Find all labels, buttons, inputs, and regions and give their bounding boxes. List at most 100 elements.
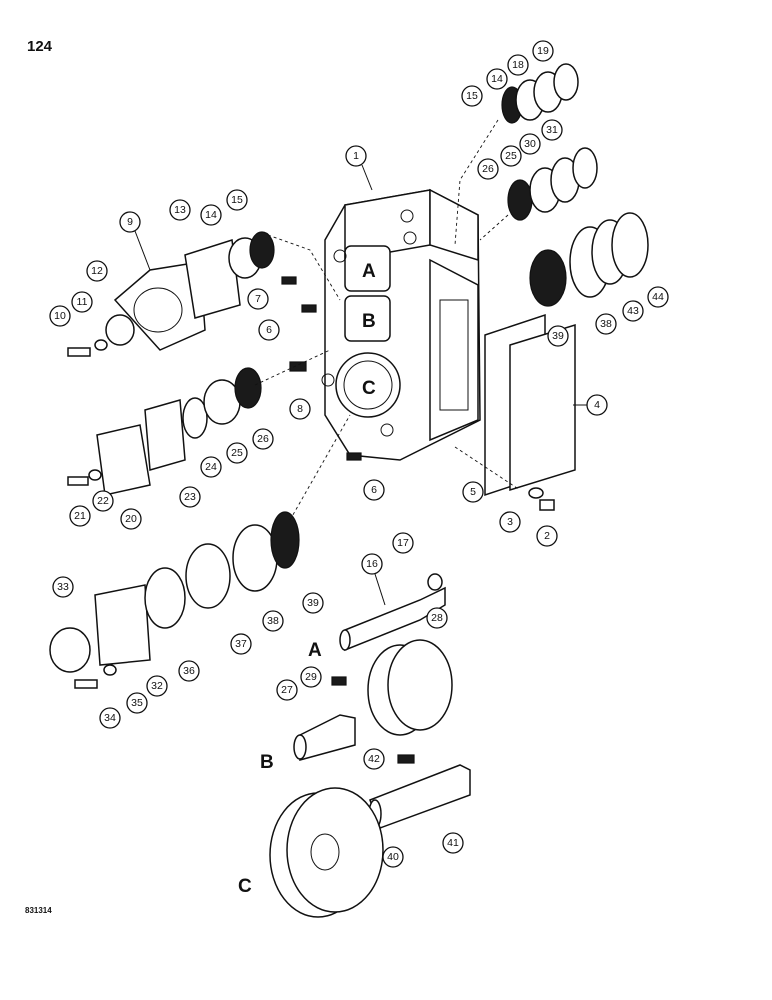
- svg-text:43: 43: [627, 305, 639, 317]
- lower-right-bearing-stack: [529, 212, 649, 307]
- callout-20: 20: [120, 508, 142, 530]
- svg-text:25: 25: [505, 150, 517, 162]
- svg-text:41: 41: [447, 837, 459, 849]
- svg-text:18: 18: [512, 59, 524, 71]
- cover-washer: [528, 487, 544, 499]
- bushing: [427, 573, 443, 591]
- callout-39-left: 39: [302, 592, 324, 614]
- gear-letter-c: C: [238, 876, 252, 897]
- callout-34: 34: [99, 707, 121, 729]
- callout-3: 3: [499, 511, 521, 533]
- svg-text:16: 16: [366, 558, 378, 570]
- callout-26-right: 26: [477, 158, 499, 180]
- svg-text:2: 2: [544, 530, 550, 542]
- svg-text:5: 5: [470, 486, 476, 498]
- callout-44: 44: [647, 286, 669, 308]
- callout-38-left: 38: [262, 610, 284, 632]
- callout-6-upper: 6: [258, 319, 280, 341]
- svg-text:8: 8: [297, 403, 303, 415]
- callout-41: 41: [442, 832, 464, 854]
- callout-15-right: 15: [461, 85, 483, 107]
- callout-7: 7: [247, 288, 269, 310]
- left-washer: [94, 339, 108, 351]
- svg-text:39: 39: [552, 330, 564, 342]
- callout-29: 29: [300, 666, 322, 688]
- callout-33: 33: [52, 576, 74, 598]
- svg-text:27: 27: [281, 684, 293, 696]
- callout-24: 24: [200, 456, 222, 478]
- callout-40: 40: [382, 846, 404, 868]
- svg-text:37: 37: [235, 638, 247, 650]
- callout-13: 13: [169, 199, 191, 221]
- callout-8: 8: [289, 398, 311, 420]
- svg-text:3: 3: [507, 516, 513, 528]
- svg-text:12: 12: [91, 265, 103, 277]
- svg-text:39: 39: [307, 597, 319, 609]
- plug-middle: [301, 304, 317, 313]
- callout-37: 37: [230, 633, 252, 655]
- callout-18: 18: [507, 54, 529, 76]
- svg-text:42: 42: [368, 753, 380, 765]
- left-bolt: [67, 347, 91, 357]
- housing-side-cover: [509, 323, 576, 492]
- callout-42: 42: [363, 748, 385, 770]
- svg-text:10: 10: [54, 310, 66, 322]
- callout-35: 35: [126, 692, 148, 714]
- callout-10: 10: [49, 305, 71, 327]
- shaft-letter-b: B: [260, 752, 274, 773]
- shaft-letter-a: A: [308, 640, 322, 661]
- svg-text:24: 24: [205, 461, 217, 473]
- svg-text:14: 14: [491, 73, 503, 85]
- callout-15-left: 15: [226, 189, 248, 211]
- housing-letter-c: C: [362, 378, 376, 399]
- svg-text:4: 4: [594, 399, 600, 411]
- gearbox-housing: [321, 188, 481, 461]
- svg-text:21: 21: [74, 510, 86, 522]
- svg-text:22: 22: [97, 495, 109, 507]
- svg-text:20: 20: [125, 513, 137, 525]
- svg-text:28: 28: [431, 612, 443, 624]
- plug-left: [289, 361, 307, 372]
- callout-16: 16: [361, 553, 383, 575]
- callout-5: 5: [462, 481, 484, 503]
- callout-14-left: 14: [200, 204, 222, 226]
- svg-text:7: 7: [255, 293, 261, 305]
- housing-letter-a: A: [362, 261, 376, 282]
- svg-text:38: 38: [267, 615, 279, 627]
- svg-text:38: 38: [600, 318, 612, 330]
- callout-30: 30: [519, 133, 541, 155]
- callout-26-left: 26: [252, 428, 274, 450]
- upper-right-bearing-stack: [501, 63, 579, 124]
- callout-22: 22: [92, 490, 114, 512]
- callout-4: 4: [586, 394, 608, 416]
- svg-text:19: 19: [537, 45, 549, 57]
- svg-text:26: 26: [257, 433, 269, 445]
- gear-28: [367, 639, 453, 736]
- svg-text:14: 14: [205, 209, 217, 221]
- retainer-assembly: [67, 399, 186, 496]
- svg-text:44: 44: [652, 291, 664, 303]
- callout-12: 12: [86, 260, 108, 282]
- lower-left-bearing-stack: [49, 511, 300, 689]
- svg-text:15: 15: [231, 194, 243, 206]
- callout-25-right: 25: [500, 145, 522, 167]
- callout-43: 43: [622, 300, 644, 322]
- callout-21: 21: [69, 505, 91, 527]
- svg-text:23: 23: [184, 491, 196, 503]
- svg-text:34: 34: [104, 712, 116, 724]
- callout-39-right: 39: [547, 325, 569, 347]
- svg-text:6: 6: [266, 324, 272, 336]
- callout-19: 19: [532, 40, 554, 62]
- callout-38-right: 38: [595, 313, 617, 335]
- svg-text:13: 13: [174, 204, 186, 216]
- svg-text:15: 15: [466, 90, 478, 102]
- shaft-a: [339, 586, 446, 652]
- svg-text:17: 17: [397, 537, 409, 549]
- svg-text:25: 25: [231, 447, 243, 459]
- callout-6-lower: 6: [363, 479, 385, 501]
- svg-text:40: 40: [387, 851, 399, 863]
- svg-text:6: 6: [371, 484, 377, 496]
- housing-letter-b: B: [362, 311, 376, 332]
- callout-36: 36: [178, 660, 200, 682]
- callout-11: 11: [71, 291, 93, 313]
